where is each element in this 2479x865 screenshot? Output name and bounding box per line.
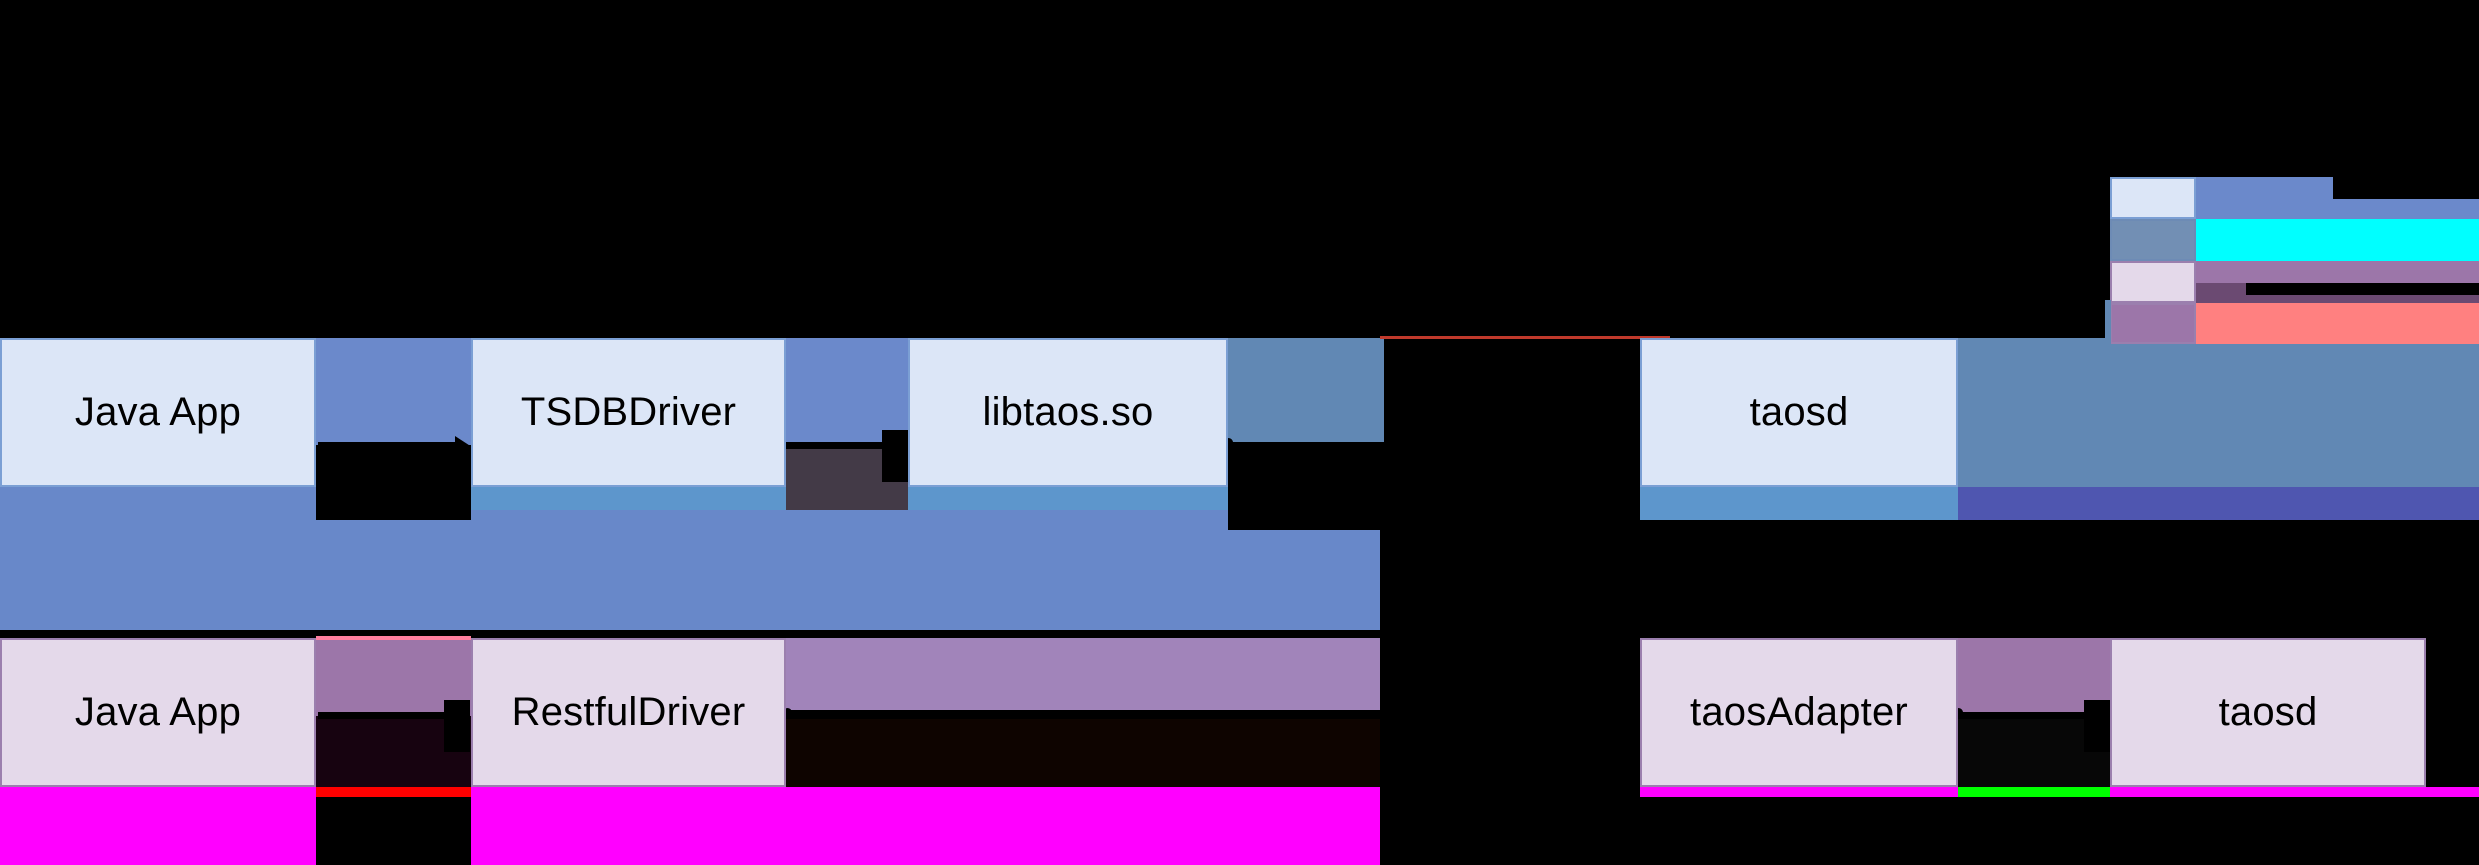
node-label: Java App: [74, 690, 242, 734]
legend-band-3: [2196, 261, 2479, 283]
native-band-far-right: [1958, 338, 2479, 490]
arrowhead-restfuldriver-taosadapter: [1598, 706, 1618, 732]
node-restful-driver[interactable]: RestfulDriver: [471, 638, 786, 787]
connector-dot-adapter: [1954, 708, 1963, 717]
connector-label-box-2b: [882, 430, 908, 482]
legend-band-1-ext: [2333, 199, 2479, 219]
connector-libtaos-taosd: [1226, 442, 1716, 449]
node-label: Java App: [74, 390, 242, 434]
rest-strip-magenta-b: [471, 787, 1380, 865]
rest-strip-green: [1958, 787, 2110, 797]
node-taosd-native[interactable]: taosd: [1640, 338, 1958, 487]
rest-strip-magenta-c: [1640, 787, 1958, 797]
node-taos-adapter[interactable]: taosAdapter: [1640, 638, 1958, 787]
node-taosd-rest[interactable]: taosd: [2110, 638, 2426, 787]
rest-strip-magenta-a: [0, 787, 316, 865]
rest-strip-red: [316, 787, 471, 797]
node-java-app-rest[interactable]: Java App: [0, 638, 316, 787]
connector-label-box-5: [786, 712, 1380, 790]
connector-label-box-3: [1228, 446, 1640, 530]
arrowhead-block-2: [444, 700, 470, 752]
connector-dot-restful: [783, 708, 792, 717]
connector-taosadapter-taosd: [1956, 712, 2096, 719]
node-libtaos-so[interactable]: libtaos.so: [908, 338, 1228, 487]
node-label: TSDBDriver: [520, 390, 737, 434]
native-strip-e: [1958, 487, 2479, 520]
connector-restfuldriver-taosadapter: [785, 712, 1600, 719]
rest-band-mid: [786, 638, 1380, 710]
native-band-mid: [786, 338, 908, 445]
rest-strip-pink: [316, 636, 471, 640]
legend-swatch-native-band: [2110, 219, 2196, 261]
node-label: taosd: [1749, 390, 1849, 434]
native-wide-band: [0, 510, 1380, 630]
legend-band-3c: [2246, 295, 2479, 303]
native-band-left: [316, 338, 471, 445]
node-label: libtaos.so: [982, 390, 1154, 434]
legend-swatch-rest-band: [2110, 303, 2196, 344]
node-java-app-native[interactable]: Java App: [0, 338, 316, 487]
node-label: RestfulDriver: [511, 690, 746, 734]
legend-band-2: [2196, 219, 2479, 261]
native-band-right: [1228, 338, 1384, 448]
legend-left-sliver: [2105, 300, 2111, 344]
native-red-rule: [1380, 336, 1670, 339]
legend-band-1: [2196, 177, 2333, 219]
native-strip-d: [1640, 487, 1958, 520]
connector-dot-libtaos: [1224, 438, 1233, 447]
connector-tsdbdriver-libtaos: [785, 442, 895, 449]
arrowhead-block-3: [2084, 700, 2110, 752]
rest-strip-magenta-d: [2110, 787, 2479, 797]
legend: [2110, 177, 2479, 344]
node-tsdb-driver[interactable]: TSDBDriver: [471, 338, 786, 487]
node-label: taosd: [2218, 690, 2318, 734]
legend-swatch-rest-box: [2110, 261, 2196, 303]
legend-swatch-native-box: [2110, 177, 2196, 219]
connector-javaapp-restfuldriver: [318, 712, 458, 719]
legend-band-3b: [2196, 283, 2246, 303]
legend-band-4: [2196, 303, 2479, 344]
connector-label-box-1: [316, 445, 471, 520]
node-label: taosAdapter: [1690, 690, 1908, 734]
